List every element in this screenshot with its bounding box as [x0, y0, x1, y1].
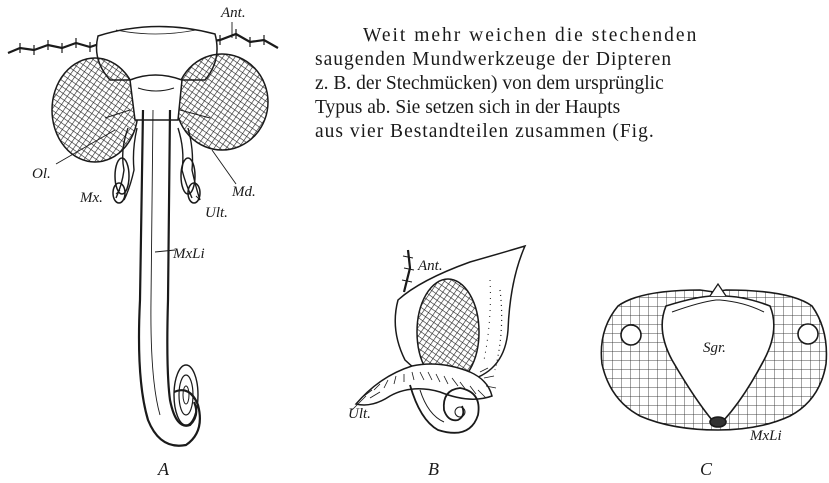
caption-b: B — [428, 459, 439, 479]
label-mxli-a: MxLi — [172, 246, 205, 262]
caption-c: C — [700, 459, 713, 479]
figure-c-cross-section — [601, 284, 826, 430]
label-mxli-c: MxLi — [749, 428, 782, 444]
label-ult-b: Ult. — [348, 406, 371, 422]
label-md: Md. — [231, 184, 256, 200]
label-ant-a: Ant. — [220, 5, 246, 21]
figure-b-head-side — [352, 246, 525, 433]
figure-a-head — [8, 26, 278, 445]
label-ol: Ol. — [32, 166, 51, 182]
label-ult-a: Ult. — [205, 205, 228, 221]
label-mx: Mx. — [79, 190, 103, 206]
label-ant-b: Ant. — [417, 258, 443, 274]
label-sgr: Sgr. — [703, 340, 726, 356]
caption-a: A — [157, 459, 170, 479]
